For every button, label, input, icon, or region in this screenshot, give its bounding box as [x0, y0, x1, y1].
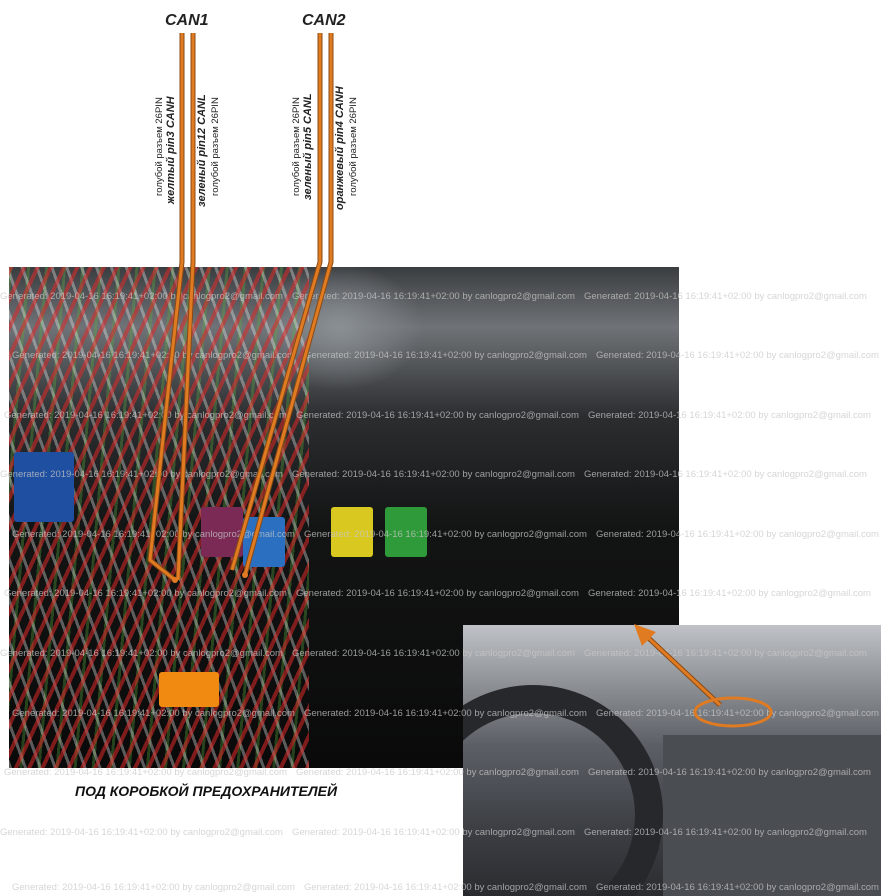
watermark-text: Generated: 2019-04-16 16:19:41+02:00 by … — [584, 827, 867, 838]
watermark-text: Generated: 2019-04-16 16:19:41+02:00 by … — [296, 410, 579, 421]
watermark-text: Generated: 2019-04-16 16:19:41+02:00 by … — [292, 648, 575, 659]
watermark-text: Generated: 2019-04-16 16:19:41+02:00 by … — [0, 469, 283, 480]
watermark-text: Generated: 2019-04-16 16:19:41+02:00 by … — [596, 882, 879, 893]
can2-l-wire — [229, 33, 323, 571]
watermark-text: Generated: 2019-04-16 16:19:41+02:00 by … — [12, 882, 295, 893]
watermark-text: Generated: 2019-04-16 16:19:41+02:00 by … — [584, 291, 867, 302]
watermark-text: Generated: 2019-04-16 16:19:41+02:00 by … — [12, 708, 295, 719]
watermark-text: Generated: 2019-04-16 16:19:41+02:00 by … — [596, 529, 879, 540]
can2-label: CAN2 — [302, 12, 346, 29]
watermark-text: Generated: 2019-04-16 16:19:41+02:00 by … — [4, 588, 287, 599]
watermark-text: Generated: 2019-04-16 16:19:41+02:00 by … — [12, 350, 295, 361]
green-connector — [385, 507, 427, 557]
watermark-text: Generated: 2019-04-16 16:19:41+02:00 by … — [304, 529, 587, 540]
watermark-text: Generated: 2019-04-16 16:19:41+02:00 by … — [292, 827, 575, 838]
watermark-text: Generated: 2019-04-16 16:19:41+02:00 by … — [588, 588, 871, 599]
yellow-connector — [331, 507, 373, 557]
watermark-text: Generated: 2019-04-16 16:19:41+02:00 by … — [584, 648, 867, 659]
dashboard-photo — [463, 625, 881, 896]
watermark-text: Generated: 2019-04-16 16:19:41+02:00 by … — [0, 291, 283, 302]
watermark-text: Generated: 2019-04-16 16:19:41+02:00 by … — [304, 708, 587, 719]
watermark-text: Generated: 2019-04-16 16:19:41+02:00 by … — [292, 469, 575, 480]
watermark-text: Generated: 2019-04-16 16:19:41+02:00 by … — [296, 588, 579, 599]
watermark-text: Generated: 2019-04-16 16:19:41+02:00 by … — [304, 350, 587, 361]
watermark-text: Generated: 2019-04-16 16:19:41+02:00 by … — [304, 882, 587, 893]
blue-connector — [14, 452, 74, 522]
watermark-text: Generated: 2019-04-16 16:19:41+02:00 by … — [296, 767, 579, 778]
steering-wheel — [463, 685, 663, 896]
watermark-text: Generated: 2019-04-16 16:19:41+02:00 by … — [596, 350, 879, 361]
watermark-text: Generated: 2019-04-16 16:19:41+02:00 by … — [4, 410, 287, 421]
watermark-text: Generated: 2019-04-16 16:19:41+02:00 by … — [596, 708, 879, 719]
location-caption: ПОД КОРОБКОЙ ПРЕДОХРАНИТЕЛЕЙ — [75, 783, 338, 799]
dashboard-panel — [663, 735, 881, 896]
can1-label: CAN1 — [165, 12, 209, 29]
arrow-head-icon — [634, 624, 656, 646]
watermark-text: Generated: 2019-04-16 16:19:41+02:00 by … — [588, 767, 871, 778]
watermark-text: Generated: 2019-04-16 16:19:41+02:00 by … — [4, 767, 287, 778]
orange-clip — [159, 672, 219, 707]
watermark-text: Generated: 2019-04-16 16:19:41+02:00 by … — [588, 410, 871, 421]
watermark-text: Generated: 2019-04-16 16:19:41+02:00 by … — [584, 469, 867, 480]
location-highlight — [693, 696, 773, 728]
watermark-text: Generated: 2019-04-16 16:19:41+02:00 by … — [0, 648, 283, 659]
watermark-text: Generated: 2019-04-16 16:19:41+02:00 by … — [292, 291, 575, 302]
watermark-text: Generated: 2019-04-16 16:19:41+02:00 by … — [0, 827, 283, 838]
